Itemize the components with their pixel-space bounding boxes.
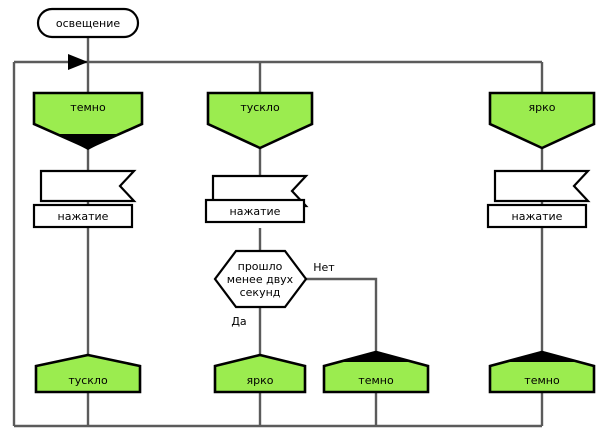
flow-edges — [12, 37, 544, 428]
event-node-dark-box — [32, 203, 134, 229]
decision-node[interactable]: прошло менее двух секунд — [213, 249, 308, 309]
decision-no-label: Нет — [313, 261, 335, 274]
start-node-shape — [36, 7, 140, 39]
result-node-dark-no-branch[interactable]: темно — [322, 350, 430, 394]
decision-node-label-line1: прошло — [238, 260, 283, 273]
result-node-bright-label: ярко — [247, 374, 274, 387]
state-node-dim-shape — [206, 91, 314, 150]
event-node-bright-box — [486, 203, 588, 229]
result-node-dark-no-branch-wedge-icon — [340, 352, 412, 362]
event-node-dark[interactable]: нажатие — [32, 169, 137, 229]
result-node-dim-label: тускло — [68, 374, 108, 387]
result-node-dark-bright-branch-label: темно — [524, 374, 560, 387]
event-node-bright-ribbon — [493, 169, 591, 203]
start-node[interactable]: освещение — [36, 7, 140, 39]
result-node-dim-shape — [34, 353, 142, 394]
result-node-bright-shape — [213, 353, 307, 394]
state-node-bright-shape — [488, 91, 596, 150]
result-node-dark-bright-branch-wedge-icon — [506, 352, 578, 362]
result-node-dark-bright-branch[interactable]: темно — [488, 350, 596, 394]
result-node-bright[interactable]: ярко — [213, 353, 307, 394]
event-node-dim[interactable]: нажатие — [204, 174, 309, 224]
event-node-dim-box — [204, 198, 306, 224]
result-node-dark-no-branch-label: темно — [358, 374, 394, 387]
decision-node-shape — [213, 249, 308, 309]
state-node-dim[interactable]: тускло — [206, 91, 314, 150]
state-node-dark-wedge-icon — [58, 134, 118, 150]
state-node-bright[interactable]: ярко — [488, 91, 596, 150]
state-node-dark-label: темно — [70, 101, 106, 114]
event-node-bright[interactable]: нажатие — [486, 169, 591, 229]
event-node-dark-ribbon — [39, 169, 137, 203]
state-node-bright-label: ярко — [529, 101, 556, 114]
decision-yes-label: Да — [231, 315, 246, 328]
event-node-bright-label: нажатие — [512, 210, 563, 223]
state-node-dark[interactable]: темно — [32, 91, 144, 150]
event-node-dim-label: нажатие — [230, 205, 281, 218]
decision-node-label-line2: менее двух — [227, 273, 294, 286]
result-node-dim[interactable]: тускло — [34, 353, 142, 394]
state-node-dim-label: тускло — [240, 101, 280, 114]
bus-arrowhead-icon — [68, 54, 88, 70]
decision-node-label-line3: секунд — [240, 286, 281, 299]
start-node-label: освещение — [56, 17, 120, 30]
edge-decision-no-to-result-dark — [306, 277, 378, 355]
event-node-dark-label: нажатие — [58, 210, 109, 223]
